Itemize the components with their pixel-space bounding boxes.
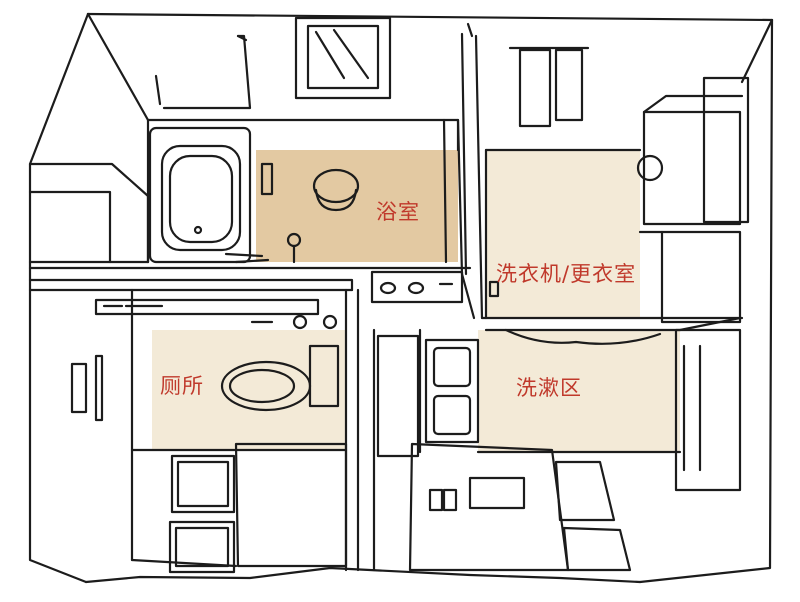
room-label-washroom: 洗漱区: [516, 376, 582, 400]
room-label-bathroom: 浴室: [376, 200, 420, 224]
bathroom: [146, 16, 464, 276]
laundry-floor: [486, 150, 640, 318]
hanging-towel: [518, 48, 552, 128]
center-partition: [460, 22, 484, 320]
slippers: [468, 476, 526, 510]
room-label-laundry: 洗衣机/更衣室: [496, 262, 637, 286]
outer-left-wall: [28, 12, 90, 584]
outer-walls: [28, 12, 774, 584]
bottom-edge: [84, 566, 642, 584]
grab-bar: [162, 34, 252, 110]
doors: [130, 442, 632, 574]
outer-right-wall: [638, 18, 774, 584]
bath-stool: [312, 168, 360, 204]
toilet-door: [234, 442, 348, 568]
toilet-control-panel: [70, 362, 88, 414]
storage-cabinet: [702, 76, 750, 224]
wall-sink-panel: [370, 270, 464, 304]
vanity-cabinet: [424, 338, 480, 444]
floor-fills: [152, 150, 680, 452]
laundry-room: [480, 46, 750, 324]
outer-top-edge: [86, 12, 774, 22]
right-floor-diagonal: [740, 18, 774, 84]
left-cabinet: [28, 162, 150, 264]
washroom-floor: [478, 330, 680, 452]
middle-shelf: [28, 266, 472, 292]
bathtub: [148, 126, 252, 264]
washroom: [372, 316, 742, 572]
left-floor-diagonal: [86, 12, 150, 122]
right-tall-cabinet: [674, 328, 742, 492]
bath-window: [294, 16, 392, 100]
toilet-floor-mat: [170, 454, 236, 514]
toilet-room: [70, 288, 360, 572]
toilet-floor: [152, 330, 346, 450]
bathroom-floor: [256, 150, 458, 262]
room-label-toilet: 厕所: [160, 374, 204, 398]
washing-machine: [642, 110, 742, 226]
